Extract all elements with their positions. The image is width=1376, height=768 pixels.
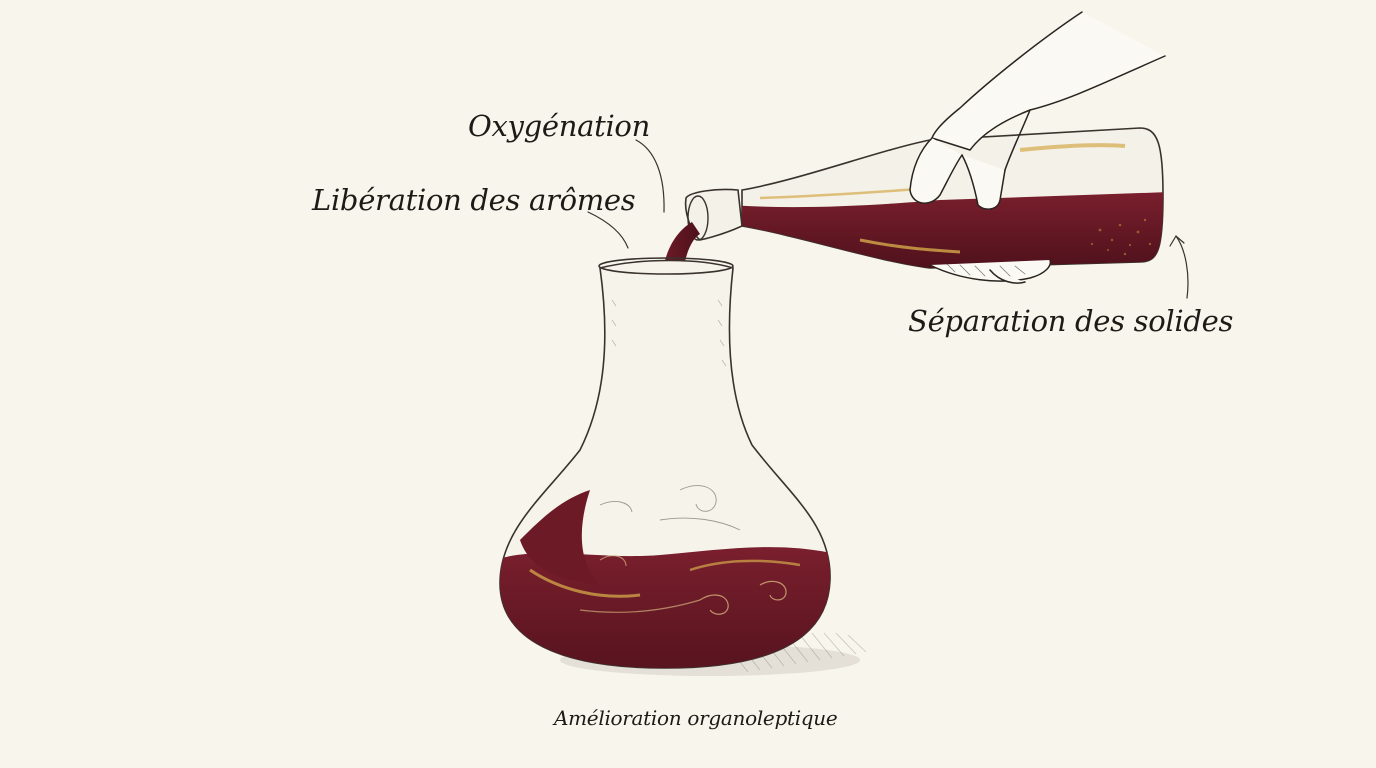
label-aroma-release: Libération des arômes	[312, 186, 635, 215]
label-oxygenation: Oxygénation	[468, 112, 650, 141]
decanter-icon	[495, 258, 840, 700]
leader-solids-separation	[1176, 236, 1188, 298]
leader-aroma-release	[588, 212, 628, 248]
label-solids-separation: Séparation des solides	[908, 307, 1233, 336]
leader-arrowhead	[1170, 236, 1184, 246]
caption-organoleptic-improvement: Amélioration organoleptique	[554, 708, 837, 728]
leader-oxygenation	[636, 140, 664, 212]
